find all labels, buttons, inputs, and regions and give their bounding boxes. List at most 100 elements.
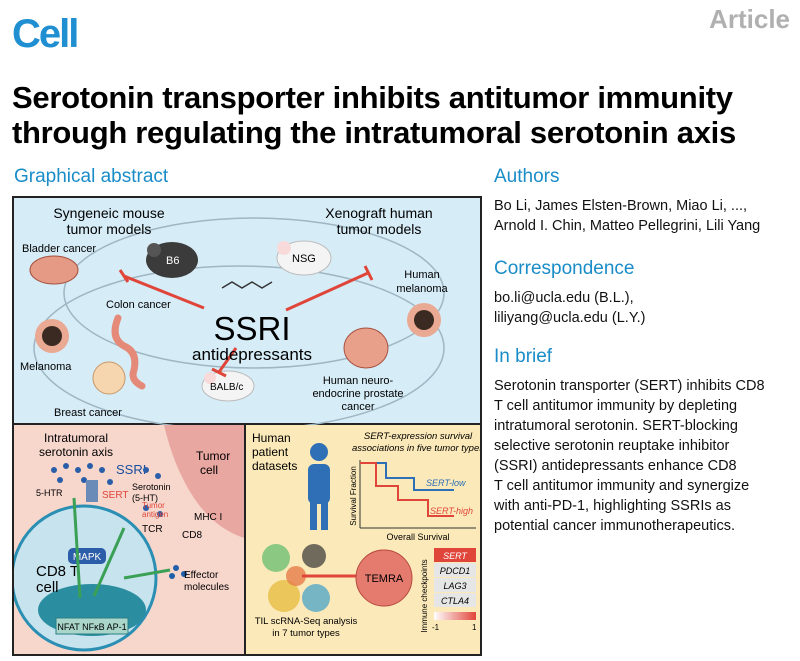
human-patient-label-3: datasets <box>252 459 297 473</box>
syngeneic-label-1: Syngeneic mouse <box>53 205 165 221</box>
syngeneic-label-2: tumor models <box>67 221 152 237</box>
temra-cell <box>355 549 413 607</box>
til-label-1: TIL scRNA-Seq analysis <box>255 616 358 627</box>
surv-xlabel: Overall Survival <box>386 532 449 542</box>
serotonin-dots <box>51 463 163 517</box>
gene-3: CTLA4 <box>441 596 469 606</box>
inhibition-lines <box>118 265 374 378</box>
journal-logo: Cell <box>12 12 79 56</box>
prostate-icon <box>343 327 389 369</box>
human-patient-label-2: patient <box>252 445 289 459</box>
sert-transporter-icon <box>86 480 98 502</box>
graphical-abstract-heading: Graphical abstract <box>14 166 169 187</box>
bladder-icon <box>29 255 79 285</box>
color-scale-bar <box>434 612 476 620</box>
correspondence-line-1[interactable]: bo.li@ucla.edu (B.L.), <box>494 290 634 306</box>
nfat-box <box>55 617 129 635</box>
nfat-label: NFAT NFκB AP-1 <box>57 622 126 632</box>
ssri-molecule-icon <box>221 281 273 289</box>
xenograft-label-2: tumor models <box>337 221 422 237</box>
cd8t-label-1: CD8 T <box>36 563 79 580</box>
signal-arrows <box>72 497 171 599</box>
effector-label-1: Effector <box>184 570 219 581</box>
gene-cell-3 <box>434 593 476 607</box>
in-brief-line-1: Serotonin transporter (SERT) inhibits CD… <box>494 378 765 394</box>
paper-title: Serotonin transporter inhibits antitumor… <box>12 80 736 150</box>
breast-icon <box>92 361 126 395</box>
graphical-abstract: Syngeneic mouse tumor models Xenograft h… <box>12 196 482 656</box>
correspondence-heading: Correspondence <box>494 258 635 279</box>
sert-label: SERT <box>102 490 129 501</box>
xenograft-label-1: Xenograft human <box>325 205 432 221</box>
gene-cell-2 <box>434 578 476 592</box>
sert-low-curve <box>360 462 454 491</box>
scale-max: 1 <box>472 623 477 632</box>
in-brief-line-3: intratumoral serotonin. SERT-blocking <box>494 418 738 434</box>
colon-label: Colon cancer <box>106 299 171 311</box>
sert-high-label: SERT-high <box>430 506 473 516</box>
axis-title-2: serotonin axis <box>39 445 113 459</box>
til-label-2: in 7 tumor types <box>272 628 340 639</box>
gene-0: SERT <box>443 551 468 561</box>
surv-ylabel: Survival Fraction <box>349 466 358 526</box>
prostate-label-1: Human neuro- <box>323 375 394 387</box>
tumor-antigen-label-1: Tumor <box>142 501 165 510</box>
bladder-label: Bladder cancer <box>22 243 96 255</box>
prostate-label-3: cancer <box>341 401 374 413</box>
gene-cell-1 <box>434 563 476 577</box>
serotonin-label-2: (5-HT) <box>132 493 158 503</box>
authors-heading: Authors <box>494 166 560 187</box>
in-brief-heading: In brief <box>494 346 553 367</box>
effector-label-2: molecules <box>184 582 229 593</box>
in-brief-line-7: with anti-PD-1, highlighting SSRIs as <box>494 498 731 514</box>
tumor-cell-label-1: Tumor <box>196 449 230 463</box>
effector-dots <box>169 565 187 579</box>
colon-icon <box>111 314 146 390</box>
in-brief-line-2: T cell antitumor immunity by depleting <box>494 398 738 414</box>
authors-line-1: Bo Li, James Elsten-Brown, Miao Li, ..., <box>494 198 748 214</box>
htr-label: 5-HTR <box>36 488 63 498</box>
gene-cell-0 <box>434 548 476 562</box>
human-melanoma-label-2: melanoma <box>396 283 448 295</box>
human-patient-label-1: Human <box>252 431 291 445</box>
nsg-label: NSG <box>292 253 316 265</box>
tcr-label: TCR <box>142 524 163 535</box>
human-melanoma-label-1: Human <box>404 269 439 281</box>
sert-high-curve <box>360 462 454 517</box>
correspondence-line-2[interactable]: liliyang@ucla.edu (L.Y.) <box>494 310 646 326</box>
breast-label: Breast cancer <box>54 407 122 419</box>
tsne-scatter <box>262 544 330 612</box>
antidepressants-label: antidepressants <box>192 345 312 364</box>
prostate-label-2: endocrine prostate <box>312 388 403 400</box>
mapk-label: MAPK <box>73 552 102 563</box>
article-type-label: Article <box>709 4 790 34</box>
in-brief-line-8: potential cancer immunotherapeutics. <box>494 518 735 534</box>
checkpoints-label: Immune checkpoints <box>420 559 429 632</box>
cd8-label: CD8 <box>182 530 202 541</box>
surv-title-2: associations in five tumor types <box>352 443 480 454</box>
bl-ssri-label: SSRI <box>116 462 146 477</box>
mhc-label: MHC I <box>194 512 222 523</box>
graphical-abstract-figure: Syngeneic mouse tumor models Xenograft h… <box>14 198 480 654</box>
sert-low-label: SERT-low <box>426 478 466 488</box>
authors-line-2: Arnold I. Chin, Matteo Pellegrini, Lili … <box>494 218 761 234</box>
in-brief-line-6: T cell antitumor immunity and synergize <box>494 478 750 494</box>
in-brief-line-4: selective serotonin reuptake inhibitor <box>494 438 730 454</box>
temra-label: TEMRA <box>365 573 404 585</box>
human-figure-icon <box>308 443 330 530</box>
tumor-antigen-label-2: antigen <box>142 510 168 519</box>
tumor-cell-shape <box>164 425 244 538</box>
gene-1: PDCD1 <box>440 566 471 576</box>
axis-title-1: Intratumoral <box>44 431 108 445</box>
serotonin-label-1: Serotonin <box>132 482 171 492</box>
cd8t-label-2: cell <box>36 579 59 596</box>
surv-title-1: SERT-expression survival <box>364 431 473 442</box>
gene-2: LAG3 <box>443 581 466 591</box>
ssri-center-label: SSRI <box>213 310 290 347</box>
balbc-label: BALB/c <box>210 382 243 393</box>
b6-label: B6 <box>166 255 179 267</box>
tumor-cell-label-2: cell <box>200 463 218 477</box>
melanoma-label: Melanoma <box>20 361 72 373</box>
scale-min: -1 <box>432 623 440 632</box>
in-brief-line-5: (SSRI) antidepressants enhance CD8 <box>494 458 737 474</box>
